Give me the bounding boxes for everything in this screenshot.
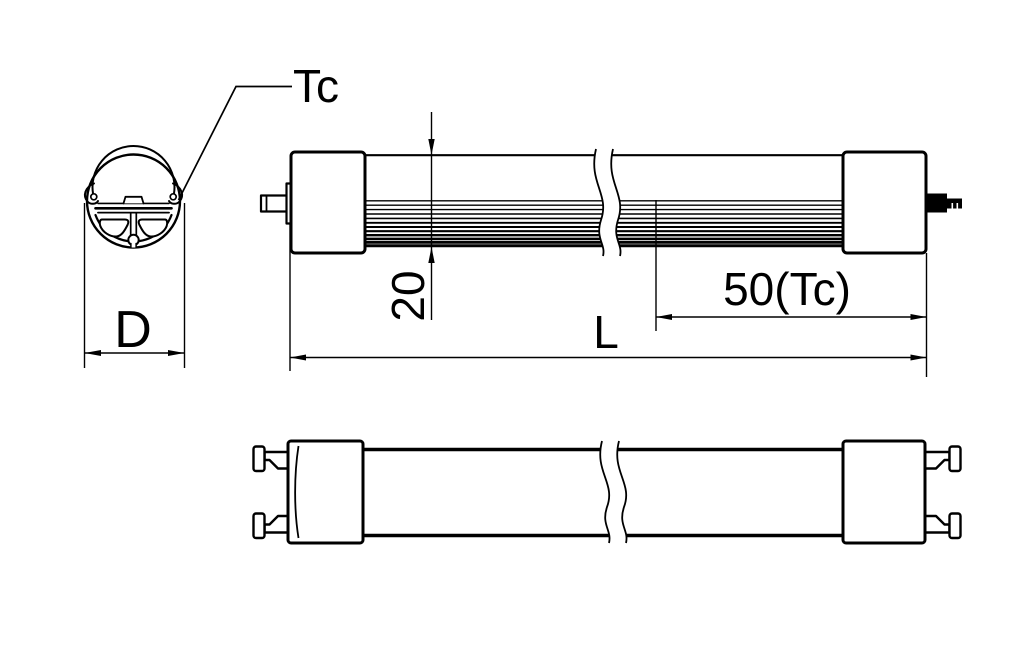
break-line-bottom-view <box>599 440 628 544</box>
dimension-20 <box>428 112 435 320</box>
heatsink-hole-right <box>137 218 169 238</box>
pin-lower-left <box>263 514 292 534</box>
tc-leader-line <box>177 85 292 201</box>
dimension-l <box>289 224 928 377</box>
bottom-end-cap-left <box>286 439 365 545</box>
dimension-d <box>83 203 186 368</box>
dim-label-50tc: 50(Tc) <box>723 263 851 315</box>
dimension-50tc <box>655 200 927 331</box>
tube-bottom-view <box>252 439 962 545</box>
pin-upper-right <box>922 450 951 470</box>
left-end-pin <box>259 194 291 213</box>
right-end-pin <box>926 193 962 213</box>
bottom-cap-left-seam <box>294 445 300 539</box>
tube-side-view <box>259 148 962 257</box>
bottom-left-pins <box>252 445 292 540</box>
right-ear-curl <box>169 192 178 201</box>
label-tc: Tc <box>293 60 339 112</box>
end-cap-right <box>841 150 928 255</box>
bottom-right-pins <box>922 445 962 540</box>
d-arrow-right <box>168 350 185 356</box>
left-ear-curl <box>89 192 98 201</box>
dim-l-arrow-left <box>290 354 306 361</box>
lens-inner-wall <box>91 145 176 195</box>
dim-l-arrow-right <box>910 354 927 361</box>
led-bump <box>122 195 145 205</box>
break-line-side-view <box>593 148 622 257</box>
d-arrow-left <box>84 350 101 356</box>
keyhole-channel <box>127 212 140 248</box>
dim-50-arrow-left <box>656 314 672 320</box>
heatsink-hole-left <box>98 218 130 238</box>
dim-50-arrow-right <box>910 314 927 320</box>
dim-20-arrow-top <box>428 139 435 155</box>
left-ear-notch <box>83 182 99 205</box>
dim-label-l: L <box>593 306 619 358</box>
dim-label-d: D <box>114 301 152 359</box>
dim-label-20: 20 <box>382 270 434 321</box>
dim-20-arrow-bottom <box>428 247 435 263</box>
cross-section-view <box>83 145 184 249</box>
pin-lower-right <box>922 514 951 534</box>
end-cap-left <box>289 150 367 255</box>
bottom-end-cap-right <box>841 439 927 545</box>
right-ear-notch <box>168 182 184 205</box>
pin-upper-left <box>263 450 292 470</box>
